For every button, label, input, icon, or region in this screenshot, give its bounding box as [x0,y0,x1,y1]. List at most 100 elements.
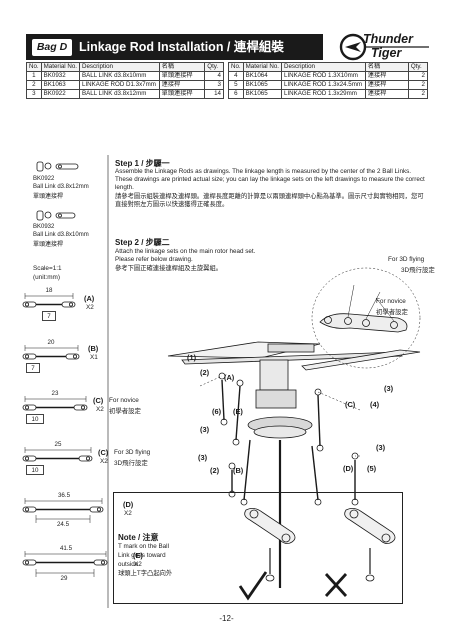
table-header-row: No. Material No. Description 名稱 Qty. [228,62,429,72]
callout-novice-cn: 初學者設定 [376,309,408,316]
part1-name-cn: 單頭連接桿 [33,194,64,200]
part2-description: Ball Link d3.8x10mm [33,232,89,238]
scale-label: Scale=1:1 [33,265,62,272]
page-title: Linkage Rod Installation / 連桿組裝 [79,40,284,54]
rod-d-length: 36.5 [57,492,71,499]
rod-d-letter: (D) [123,500,134,509]
note-title: Note / 注意 [118,533,159,542]
note-line-2: Link goes toward [118,552,166,559]
brand-line-2: Tiger [371,46,402,60]
callout-3d-cn: 3D飛行設定 [401,267,435,274]
step1-text-en: Assemble the Linkage Rods as drawings. T… [115,168,425,191]
rod-c-novice-qty: X2 [96,406,104,413]
label-3b: (3) [198,453,208,462]
rod-d-inner: 24.5 [56,521,70,528]
rod-e-qty: X2 [134,561,142,568]
rod-c-novice-note-en: For novice [109,397,139,404]
rod-c-3d-note-en: For 3D flying [114,449,151,456]
step2-text-en-1: Attach the linkage sets on the main roto… [115,248,256,255]
rod-a-letter: (A) [84,294,95,303]
note-line-4: 球頭上T字凸起向外 [118,570,173,577]
step2-text-cn: 參考下圖正確連接連桿組及主旋翼組。 [115,265,223,272]
rod-c-3d-drawing [22,447,93,462]
label-3a: (3) [200,425,210,434]
thunder-tiger-logo-icon [339,33,429,61]
rod-c-3d-length: 25 [54,441,62,448]
correct-check-icon [238,571,268,601]
part1-description: Ball Link d3.8x12mm [33,184,89,190]
ball-link-12mm-icon [36,161,79,172]
label-c: (C) [345,400,356,409]
cell: BK0922 [40,89,81,99]
step2-title: Step 2 / 步驟二 [115,238,170,247]
rod-c-novice-letter: (C) [93,396,104,405]
step1-title: Step 1 / 步驟一 [115,159,170,168]
table-row: 3 BK0922 BALL LINK d3.8x12mm 單頭連接桿 14 [26,89,224,99]
cell: 2 [407,89,429,99]
rod-c-3d-inner: 10 [26,465,44,475]
rod-c-novice-length: 23 [51,390,59,397]
step1-text-cn: 請參考圖示組裝連桿及連桿頭。連桿長度距離的計算是以兩頭連桿頭中心點為基準。圖示尺… [115,193,424,208]
label-a: (A) [224,373,235,382]
parts-table-left: No. Material No. Description 名稱 Qty. 1 B… [26,62,224,99]
rotor-head-drawing [167,341,421,588]
rod-a-length: 18 [45,287,53,294]
cell: BALL LINK d3.8x12mm [79,89,160,99]
rod-b-inner: 7 [26,363,40,373]
label-d: (D) [343,464,354,473]
brand-line-1: Thunder [363,32,413,46]
ball-link-wrong-drawing [344,508,396,582]
rod-b-qty: X1 [90,354,98,361]
rod-e-inner: 29 [60,575,68,582]
cell: BK1065 [242,89,283,99]
brand-name: Thunder Tiger [363,32,413,60]
rod-c-3d-letter: (C) [98,448,109,457]
bag-label: Bag D [32,39,72,56]
part1-number: BK0922 [33,176,55,182]
rod-a-qty: X2 [86,304,94,311]
rod-a-drawing [22,293,76,308]
rod-c-novice-drawing [22,396,88,411]
part2-name-cn: 單頭連接桿 [33,242,64,248]
label-4: (4) [370,400,380,409]
label-b: (B) [233,466,244,475]
rod-a-inner: 7 [42,311,56,321]
cell: 單頭連接桿 [158,89,206,99]
note-line-1: T mark on the Ball [118,543,169,550]
step2-text-en-2: Please refer below drawing. [115,256,193,263]
unit-label: (unit:mm) [33,274,60,281]
ball-link-10mm-icon [36,210,76,221]
rod-b-letter: (B) [88,344,99,353]
rod-e-letter: (E) [133,551,143,560]
rod-d-qty: X2 [124,510,132,517]
label-3d: (3) [376,443,386,452]
rod-e-length: 41.5 [59,545,73,552]
label-5: (5) [367,464,377,473]
label-2: (2) [200,368,210,377]
header-bar [26,34,323,60]
washout-arm-drawing [319,284,408,333]
parts-table-right: No. Material No. Description 名稱 Qty. 4 B… [228,62,429,99]
table-row: 6 BK1065 LINKAGE ROD 1.3x29mm 連接桿 2 [228,89,429,99]
label-2b: (2) [210,466,220,475]
wrong-cross-icon [324,573,348,597]
label-3c: (3) [384,384,394,393]
note-box [113,492,403,604]
cell: 14 [204,89,224,99]
label-1: (1) [187,353,197,362]
rod-b-length: 20 [47,339,55,346]
ball-link-correct-drawing [244,508,296,582]
rod-c-3d-qty: X2 [100,458,108,465]
table-row: 1 BK0932 BALL LINK d3.8x10mm 單頭連接桿 4 [26,71,224,81]
rod-d-drawing [22,498,104,523]
label-6: (6) [212,407,222,416]
label-e: (E) [233,407,243,416]
rod-c-novice-inner: 10 [26,414,44,424]
page-number: -12- [219,614,234,623]
rod-b-drawing [22,345,80,360]
rod-e-drawing [22,551,108,577]
callout-novice-en: For novice [376,298,406,305]
rod-c-3d-note-cn: 3D飛行設定 [114,460,148,467]
note-line-3: outside. [118,561,141,568]
